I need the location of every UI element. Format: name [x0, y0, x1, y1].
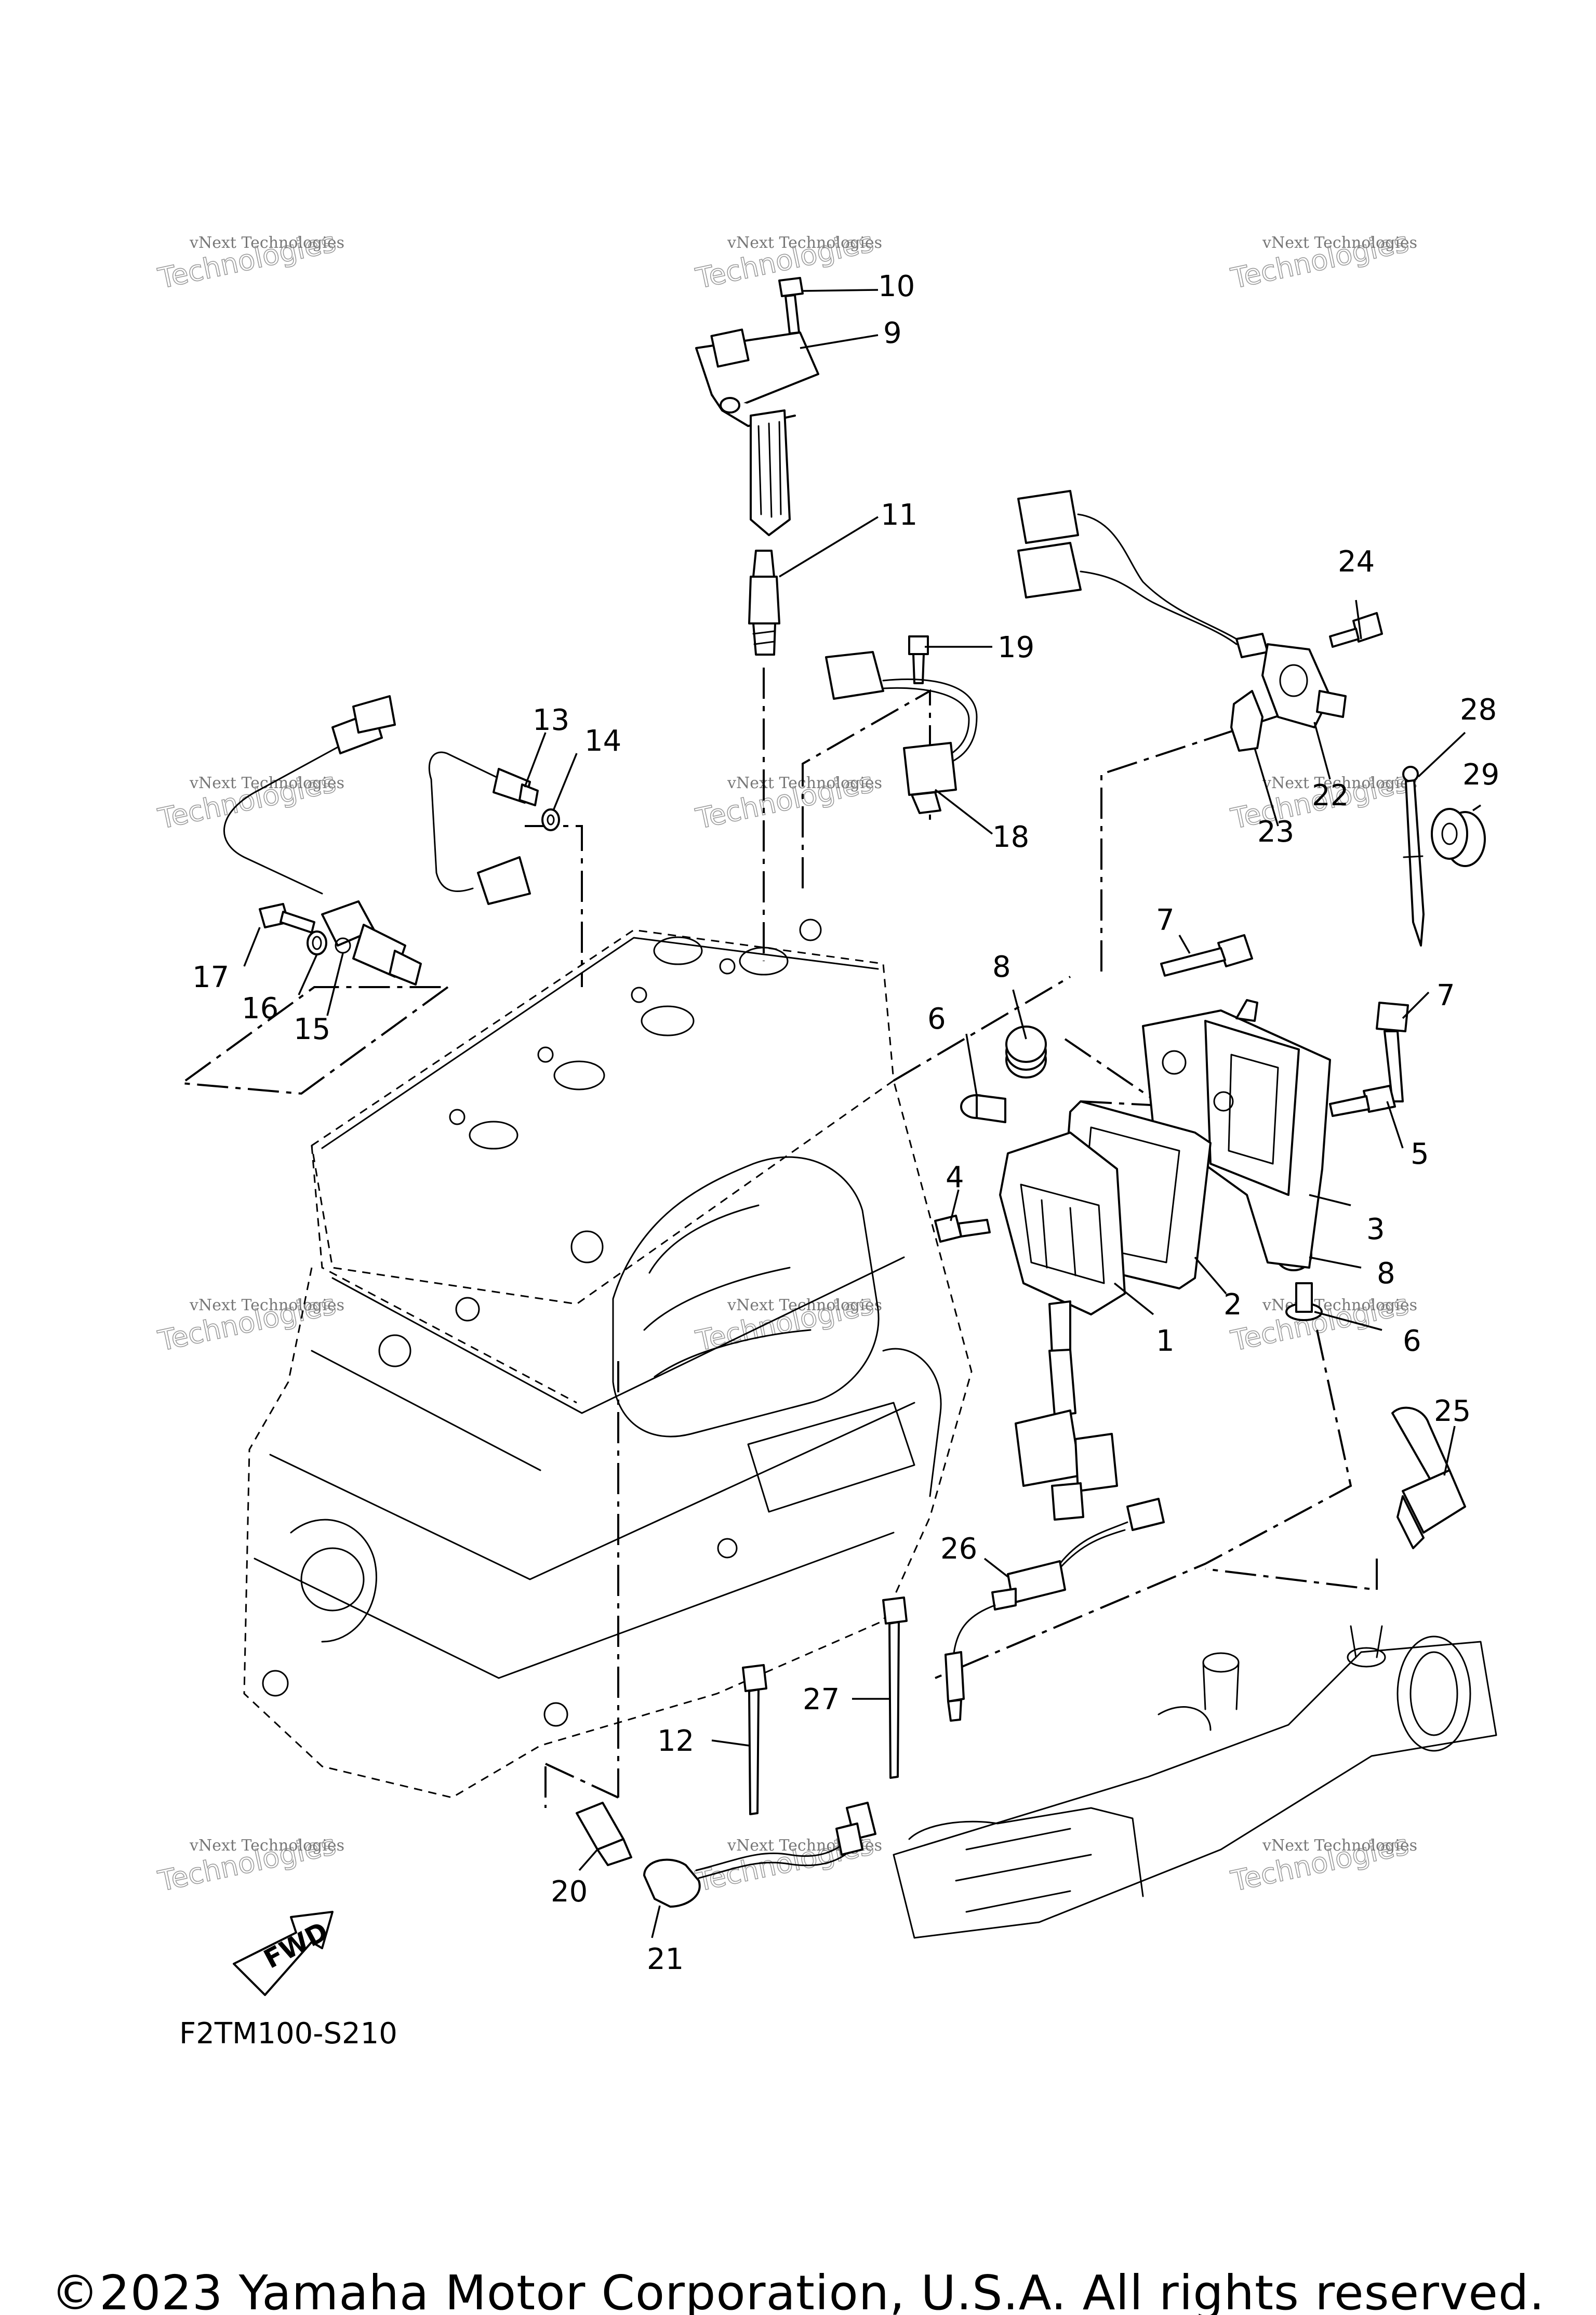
- callout-19: 19: [998, 631, 1034, 664]
- svg-text:vNext Technologies: vNext Technologies: [1262, 234, 1417, 252]
- callout-28: 28: [1460, 693, 1497, 727]
- callout-8: 8: [1377, 1257, 1395, 1290]
- part-21-knock-sensor: [643, 1802, 876, 1908]
- callout-9: 9: [883, 316, 902, 350]
- part-14-washer: [541, 808, 560, 831]
- part-17-bolt: [259, 903, 315, 934]
- callout-13: 13: [533, 703, 569, 737]
- callout-27: 27: [803, 1683, 840, 1717]
- part-10-bolt: [778, 277, 804, 335]
- callout-15: 15: [294, 1013, 330, 1046]
- part-29-grommet: [1431, 808, 1486, 867]
- callout-numbers: 1 2 3 4 5 6 6 7 7 8 8 9 10 11 12 13 14 1…: [192, 270, 1499, 1976]
- callout-18: 18: [992, 820, 1029, 854]
- part-16-o-ring: [307, 930, 327, 955]
- svg-text:vNext Technologies: vNext Technologies: [189, 1837, 344, 1855]
- callout-7: 7: [1437, 979, 1455, 1013]
- part-22-sensor-harness: [1017, 490, 1347, 728]
- part-28-clip: [1402, 766, 1425, 947]
- callout-23: 23: [1257, 815, 1294, 849]
- callout-5: 5: [1411, 1137, 1429, 1171]
- callout-2: 2: [1223, 1288, 1242, 1322]
- part-1-ecu: [999, 1132, 1126, 1521]
- callout-4: 4: [946, 1161, 964, 1194]
- part-26-sensor: [945, 1498, 1165, 1722]
- part-27-cable-tie: [882, 1596, 908, 1779]
- part-25-clamp: [1391, 1406, 1466, 1549]
- svg-text:vNext Technologies: vNext Technologies: [1262, 1296, 1417, 1314]
- engine-block-illustration: [243, 919, 973, 1799]
- part-3-bracket: [1142, 999, 1331, 1269]
- callout-24: 24: [1338, 545, 1375, 579]
- callout-6: 6: [927, 1002, 946, 1036]
- callout-29: 29: [1462, 758, 1499, 792]
- svg-text:vNext Technologies: vNext Technologies: [189, 234, 344, 252]
- lower-housing-illustration: [893, 1625, 1497, 1939]
- part-20-sensor: [576, 1802, 632, 1866]
- fwd-arrow-icon: FWD: [233, 1911, 334, 1996]
- part-12-cable-tie: [742, 1664, 767, 1815]
- callout-10: 10: [878, 270, 915, 303]
- callout-8: 8: [992, 950, 1011, 984]
- part-15-sensor: [223, 695, 422, 986]
- part-18-sensor: [825, 651, 978, 814]
- svg-text:vNext Technologies: vNext Technologies: [1262, 1837, 1417, 1855]
- leader-lines: [243, 289, 1481, 1938]
- svg-text:vNext Technologies: vNext Technologies: [189, 1296, 344, 1314]
- svg-text:vNext Technologies: vNext Technologies: [727, 774, 882, 792]
- part-7-bolt: [1160, 934, 1253, 977]
- part-9-ignition-coil: [695, 328, 819, 536]
- part-8-grommet: [1005, 1026, 1047, 1079]
- callout-6: 6: [1403, 1324, 1421, 1358]
- callout-20: 20: [551, 1875, 588, 1909]
- svg-text:vNext Technologies: vNext Technologies: [1262, 774, 1417, 792]
- callout-21: 21: [647, 1943, 684, 1976]
- callout-25: 25: [1434, 1394, 1471, 1428]
- part-5-bolt: [1329, 1085, 1396, 1117]
- callout-1: 1: [1156, 1324, 1175, 1358]
- callout-12: 12: [657, 1724, 694, 1758]
- callout-17: 17: [192, 961, 229, 994]
- callout-16: 16: [242, 992, 278, 1026]
- part-19-screw: [908, 635, 929, 684]
- copyright-notice: ©2023 Yamaha Motor Corporation, U.S.A. A…: [51, 2265, 1545, 2315]
- part-13-sensor: [428, 751, 539, 905]
- part-11-spark-plug: [748, 550, 780, 656]
- part-23-gasket: [1230, 690, 1264, 752]
- svg-text:vNext Technologies: vNext Technologies: [189, 774, 344, 792]
- diagram-code: F2TM100-S210: [179, 2017, 397, 2051]
- callout-14: 14: [584, 724, 621, 758]
- callout-26: 26: [940, 1532, 977, 1566]
- svg-text:vNext Technologies: vNext Technologies: [727, 234, 882, 252]
- callout-7: 7: [1156, 903, 1175, 937]
- callout-22: 22: [1312, 779, 1349, 813]
- part-6-collar: [960, 1094, 1006, 1123]
- callout-11: 11: [881, 498, 917, 532]
- part-4-bolt: [934, 1215, 991, 1243]
- part-7-bolt: [1376, 1002, 1409, 1102]
- part-6-collar: [1285, 1282, 1323, 1321]
- part-24-bolt: [1329, 612, 1383, 648]
- callout-3: 3: [1366, 1213, 1385, 1246]
